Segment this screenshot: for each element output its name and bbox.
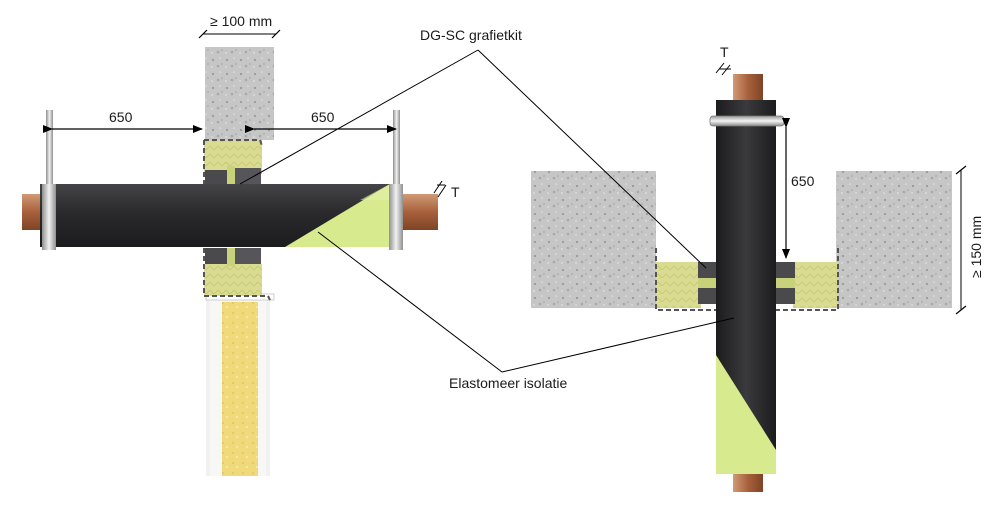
dashed-seal-right <box>775 248 839 311</box>
copper-pipe-top <box>733 74 763 104</box>
concrete-slab-right <box>836 171 952 308</box>
dashed-seal-upper <box>203 139 263 184</box>
copper-pipe-bottom <box>733 470 763 492</box>
label-min-wall-thickness: ≥ 100 mm <box>210 13 272 29</box>
concrete-wall <box>205 47 274 140</box>
floor-penetration-view: 650 T ≥ 150 mm <box>531 44 984 492</box>
label-dist-left: 650 <box>109 109 133 125</box>
label-elastomeer: Elastomeer isolatie <box>449 375 567 391</box>
dashed-seal-left <box>655 248 716 311</box>
wall-filling <box>222 302 258 476</box>
label-dist-vertical: 650 <box>791 173 815 189</box>
label-dist-right: 650 <box>311 109 335 125</box>
concrete-slab-left <box>531 171 656 308</box>
label-t-horizontal: T <box>451 184 460 200</box>
label-grafietkit: DG-SC grafietkit <box>420 27 522 43</box>
leader-grafietkit-right <box>477 49 707 269</box>
mineral-wool-right <box>793 262 838 308</box>
hanger-rod-left <box>46 110 53 250</box>
insulation-cutaway-vertical <box>716 355 776 474</box>
dashed-seal-lower <box>203 248 271 301</box>
label-min-floor-thickness: ≥ 150 mm <box>968 216 984 278</box>
leader-grafietkit-left <box>239 49 479 185</box>
leader-elastomeer-left <box>317 231 503 373</box>
label-t-vertical: T <box>720 44 729 60</box>
callouts: DG-SC grafietkit Elastomeer isolatie <box>239 27 735 391</box>
hanger-rod-right <box>393 110 400 250</box>
copper-pipe-right <box>400 194 438 230</box>
mineral-wool-lower <box>204 264 262 296</box>
wall-penetration-view: ≥ 100 mm 650 650 T <box>22 13 460 476</box>
mineral-wool-left <box>656 262 701 308</box>
pipe-clamp <box>709 115 785 127</box>
leader-elastomeer-right <box>501 317 735 373</box>
